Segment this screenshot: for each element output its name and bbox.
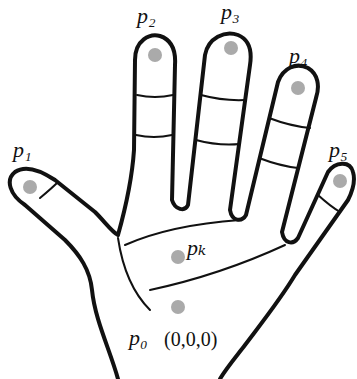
point-label: p₅ (328, 138, 349, 162)
hand-outline (10, 34, 354, 379)
point-label: p₁ (12, 138, 33, 162)
point-label: p₀ (128, 326, 149, 350)
point-label: p₄ (288, 44, 309, 68)
point-label: p₃ (220, 0, 241, 24)
keypoint-dots (23, 41, 347, 314)
coordinate-label: (0,0,0) (163, 328, 218, 350)
point-label: p₂ (136, 4, 157, 28)
crease-lines (40, 95, 340, 310)
point-label: pₖ (186, 236, 207, 260)
